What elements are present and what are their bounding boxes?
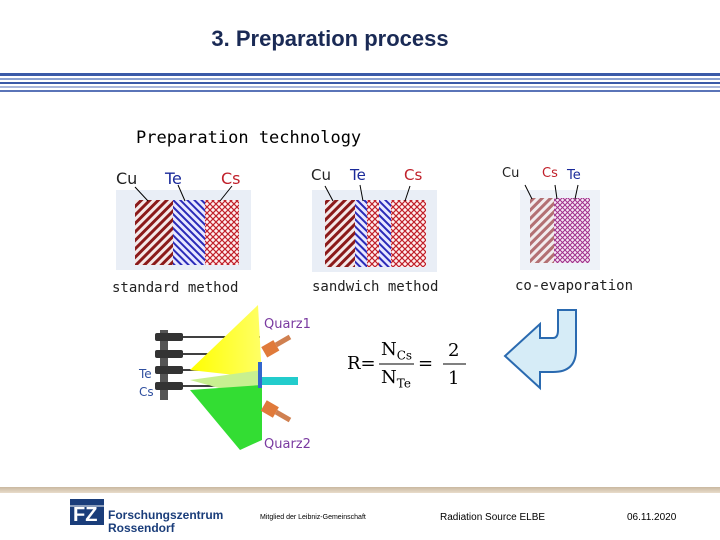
sandwich-te-label: Te — [350, 166, 366, 184]
logo-line1: Forschungszentrum — [108, 508, 224, 522]
page-title: 3. Preparation process — [211, 26, 449, 51]
quarz2-label: Quarz2 — [264, 437, 311, 452]
section-label: Preparation technology — [136, 128, 362, 148]
formula-equals: = — [418, 353, 434, 374]
coevap-cu-label: Cu — [502, 166, 520, 181]
formula-denominator: NTe — [381, 367, 411, 391]
formula-ratio-numerator: 2 — [448, 340, 460, 361]
standard-te-label: Te — [165, 169, 182, 188]
footer-source: Radiation Source ELBE — [440, 512, 546, 523]
sandwich-cs-label: Cs — [404, 166, 423, 184]
coevaporation-caption: co-evaporation — [515, 278, 634, 294]
formula-lhs: R= — [347, 353, 376, 374]
sandwich-method-diagram — [312, 184, 437, 272]
header-rule — [0, 73, 720, 95]
evaporation-sources-diagram — [155, 305, 298, 450]
formula-numerator: NCs — [381, 339, 413, 363]
standard-cu-label: Cu — [116, 169, 138, 188]
footer-bar — [0, 487, 720, 493]
cs-source-label: Cs — [139, 385, 154, 399]
footer-membership: Mitglied der Leibniz-Gemeinschaft — [260, 514, 366, 521]
svg-text:FZ: FZ — [73, 504, 97, 526]
standard-cs-label: Cs — [221, 169, 241, 188]
formula-ratio-denominator: 1 — [448, 368, 460, 389]
footer-date: 06.11.2020 — [627, 512, 677, 523]
sandwich-method-caption: sandwich method — [312, 279, 439, 295]
te-source-label: Te — [139, 367, 152, 381]
coevap-cs-label: Cs — [542, 166, 558, 181]
coevaporation-diagram — [520, 184, 600, 270]
sandwich-cu-label: Cu — [311, 166, 331, 184]
curved-arrow-icon — [503, 309, 577, 391]
coevap-te-label: Te — [567, 168, 581, 183]
fzr-logo-icon: FZ — [70, 499, 104, 526]
quarz1-label: Quarz1 — [264, 317, 311, 332]
logo-line2: Rossendorf — [108, 521, 175, 535]
standard-method-diagram — [116, 184, 251, 270]
standard-method-caption: standard method — [112, 280, 239, 296]
